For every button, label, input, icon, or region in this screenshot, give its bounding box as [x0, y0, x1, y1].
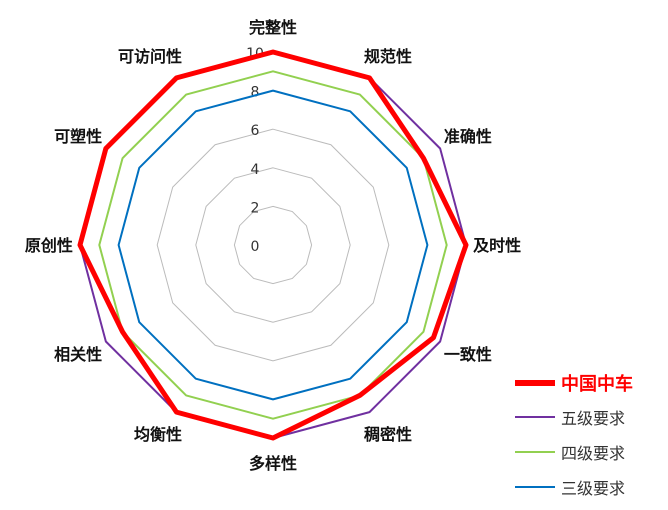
axis-label: 完整性 — [249, 18, 297, 37]
series-3-line — [117, 89, 429, 401]
tick-label: 4 — [251, 162, 260, 178]
legend-swatch — [515, 416, 555, 418]
tick-label: 0 — [251, 239, 260, 255]
legend-label: 四级要求 — [561, 444, 626, 463]
legend-swatch — [515, 380, 555, 386]
axis-label: 均衡性 — [134, 425, 182, 444]
legend-label: 三级要求 — [561, 479, 626, 498]
legend-swatch — [515, 486, 555, 488]
legend-item: 四级要求 — [515, 440, 625, 464]
axis-label: 可塑性 — [54, 127, 102, 146]
series-0-line — [77, 49, 469, 441]
axis-label: 可访问性 — [118, 47, 182, 66]
axis-label: 一致性 — [444, 345, 492, 364]
legend-item: 三级要求 — [515, 475, 625, 499]
legend-label: 中国中车 — [561, 374, 633, 395]
axis-label: 规范性 — [364, 47, 412, 66]
tick-label: 2 — [251, 200, 260, 216]
axis-label: 及时性 — [473, 236, 521, 255]
gridline-4 — [195, 167, 351, 323]
legend-item: 中国中车 — [515, 370, 633, 396]
gridline-6 — [156, 128, 390, 362]
legend-swatch — [515, 451, 555, 453]
axis-label: 多样性 — [249, 454, 297, 473]
legend-item: 五级要求 — [515, 405, 625, 429]
gridline-8 — [118, 90, 428, 400]
axis-label: 原创性 — [25, 236, 73, 255]
series-1-line — [79, 51, 467, 439]
gridline-2 — [233, 205, 313, 285]
tick-label: 8 — [251, 85, 260, 101]
legend-label: 五级要求 — [561, 409, 626, 428]
gridline-10 — [79, 51, 467, 439]
axis-label: 准确性 — [444, 127, 492, 146]
axis-label: 稠密性 — [364, 425, 412, 444]
axis-label: 相关性 — [54, 345, 102, 364]
tick-label: 6 — [251, 123, 260, 139]
